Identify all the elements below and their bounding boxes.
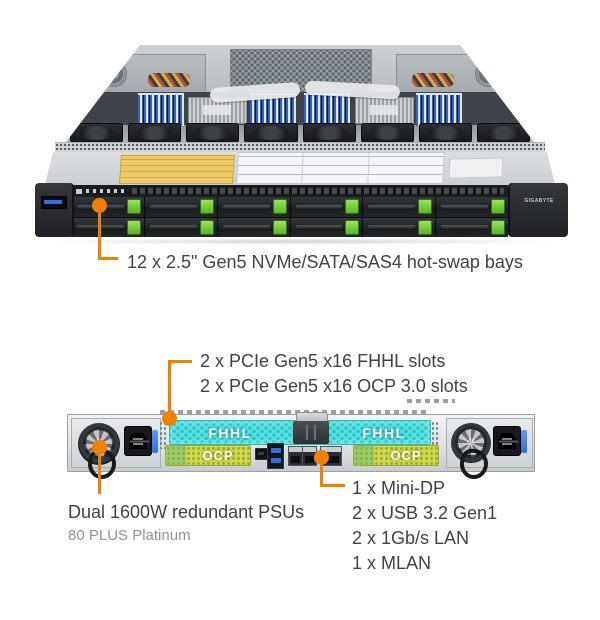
dimm-bank bbox=[416, 93, 462, 126]
riser-latch-body bbox=[293, 421, 329, 444]
psu-retainer-clip bbox=[152, 430, 158, 453]
callout-dot-io bbox=[314, 450, 329, 465]
callout-dot-pcie bbox=[162, 411, 177, 426]
power-inlet bbox=[124, 426, 152, 456]
cover-vent-dashes bbox=[160, 410, 428, 414]
callout-line bbox=[98, 447, 101, 494]
drive-tray bbox=[72, 217, 144, 237]
left-rack-ear bbox=[35, 183, 74, 237]
front-vent-strip bbox=[55, 142, 545, 154]
server-front-view: GIGABYTE bbox=[35, 40, 568, 245]
callout-dot-psu bbox=[92, 440, 107, 455]
cover-vent-dashes bbox=[407, 399, 455, 403]
callout-line bbox=[320, 484, 345, 487]
io-callout-label: 1 x Mini-DP 2 x USB 3.2 Gen1 2 x 1Gb/s L… bbox=[352, 476, 497, 576]
pcie-line-2: 2 x PCIe Gen5 x16 OCP 3.0 slots bbox=[200, 376, 468, 396]
callout-line bbox=[168, 360, 171, 414]
mini-dp-port bbox=[255, 448, 268, 460]
callout-line bbox=[320, 457, 323, 487]
io-port-item: 2 x USB 3.2 Gen1 bbox=[352, 503, 498, 523]
fan-module bbox=[70, 123, 124, 143]
riser-latch bbox=[289, 412, 333, 445]
dimm-bank bbox=[304, 93, 350, 126]
front-bezel bbox=[72, 185, 508, 237]
front-usb-port bbox=[41, 196, 67, 209]
callout-dot-bays bbox=[92, 198, 107, 213]
usb-ports bbox=[267, 443, 284, 469]
psu-title: Dual 1600W redundant PSUs bbox=[68, 502, 305, 522]
fan-module bbox=[244, 123, 298, 143]
psu-callout-label: Dual 1600W redundant PSUs 80 PLUS Platin… bbox=[68, 501, 304, 545]
rear-chassis: FHHL FHHL OCP OCP bbox=[67, 412, 535, 481]
caution-label bbox=[118, 155, 236, 184]
dimm-bank bbox=[138, 93, 184, 126]
vent-holes bbox=[159, 421, 168, 449]
server-rear-view: FHHL FHHL OCP OCP bbox=[60, 395, 540, 490]
drive-tray bbox=[217, 197, 290, 217]
fan-module bbox=[302, 123, 356, 143]
psu-left bbox=[71, 418, 161, 481]
drive-tray bbox=[363, 217, 436, 237]
drive-tray bbox=[436, 197, 508, 217]
ocp-label-left: OCP bbox=[202, 448, 234, 463]
fhhl-label-left: FHHL bbox=[208, 424, 252, 441]
drive-tray bbox=[144, 217, 217, 237]
fan-module bbox=[360, 123, 414, 143]
vent-holes bbox=[431, 421, 440, 447]
top-cover-front bbox=[45, 152, 555, 185]
fan-row bbox=[70, 123, 530, 143]
drive-tray bbox=[290, 197, 363, 217]
ocp-slot-highlight-right: OCP bbox=[353, 445, 439, 466]
io-port-item: 1 x MLAN bbox=[352, 553, 432, 573]
fhhl-label-right: FHHL bbox=[362, 424, 406, 441]
spec-label bbox=[448, 157, 504, 179]
front-shadow bbox=[40, 238, 560, 245]
drive-tray bbox=[72, 197, 144, 217]
pcie-callout-label: 2 x PCIe Gen5 x16 FHHL slots 2 x PCIe Ge… bbox=[200, 349, 468, 399]
internal-components bbox=[60, 45, 540, 150]
io-port-item: 1 x Mini-DP bbox=[352, 478, 446, 498]
cable-bundle bbox=[148, 73, 190, 87]
bezel-vents bbox=[132, 188, 504, 194]
callout-line bbox=[168, 360, 192, 363]
psu-fan bbox=[451, 423, 491, 463]
fan-module bbox=[418, 123, 472, 143]
drive-tray bbox=[144, 197, 217, 217]
callout-line bbox=[98, 257, 118, 260]
drive-tray bbox=[290, 217, 363, 237]
drive-tray bbox=[436, 217, 508, 237]
psu-retainer-clip bbox=[521, 430, 527, 453]
bays-callout-label: 12 x 2.5" Gen5 NVMe/SATA/SAS4 hot-swap b… bbox=[127, 252, 523, 272]
cpu-heatsink bbox=[355, 97, 414, 124]
pcie-line-1: 2 x PCIe Gen5 x16 FHHL slots bbox=[200, 351, 446, 371]
drive-tray bbox=[217, 217, 290, 237]
callout-line bbox=[98, 205, 101, 260]
cable-bundle bbox=[412, 73, 454, 87]
ocp-label-right: OCP bbox=[390, 448, 422, 463]
fan-module bbox=[476, 123, 530, 143]
front-control-icons bbox=[76, 188, 124, 194]
io-port-item: 2 x 1Gb/s LAN bbox=[352, 528, 470, 548]
gigabyte-logo: GIGABYTE bbox=[524, 198, 554, 204]
lan-port-1 bbox=[288, 446, 303, 466]
right-rack-ear: GIGABYTE bbox=[508, 183, 568, 237]
ocp-slot-highlight-left: OCP bbox=[165, 445, 251, 466]
service-label bbox=[236, 152, 445, 184]
psu-subtitle: 80 PLUS Platinum bbox=[68, 527, 191, 544]
psu-right bbox=[446, 418, 533, 481]
power-inlet bbox=[493, 426, 521, 456]
fan-module bbox=[186, 123, 240, 143]
fan-module bbox=[128, 123, 182, 143]
drive-tray bbox=[363, 197, 436, 217]
drive-bay-grid bbox=[72, 197, 508, 237]
